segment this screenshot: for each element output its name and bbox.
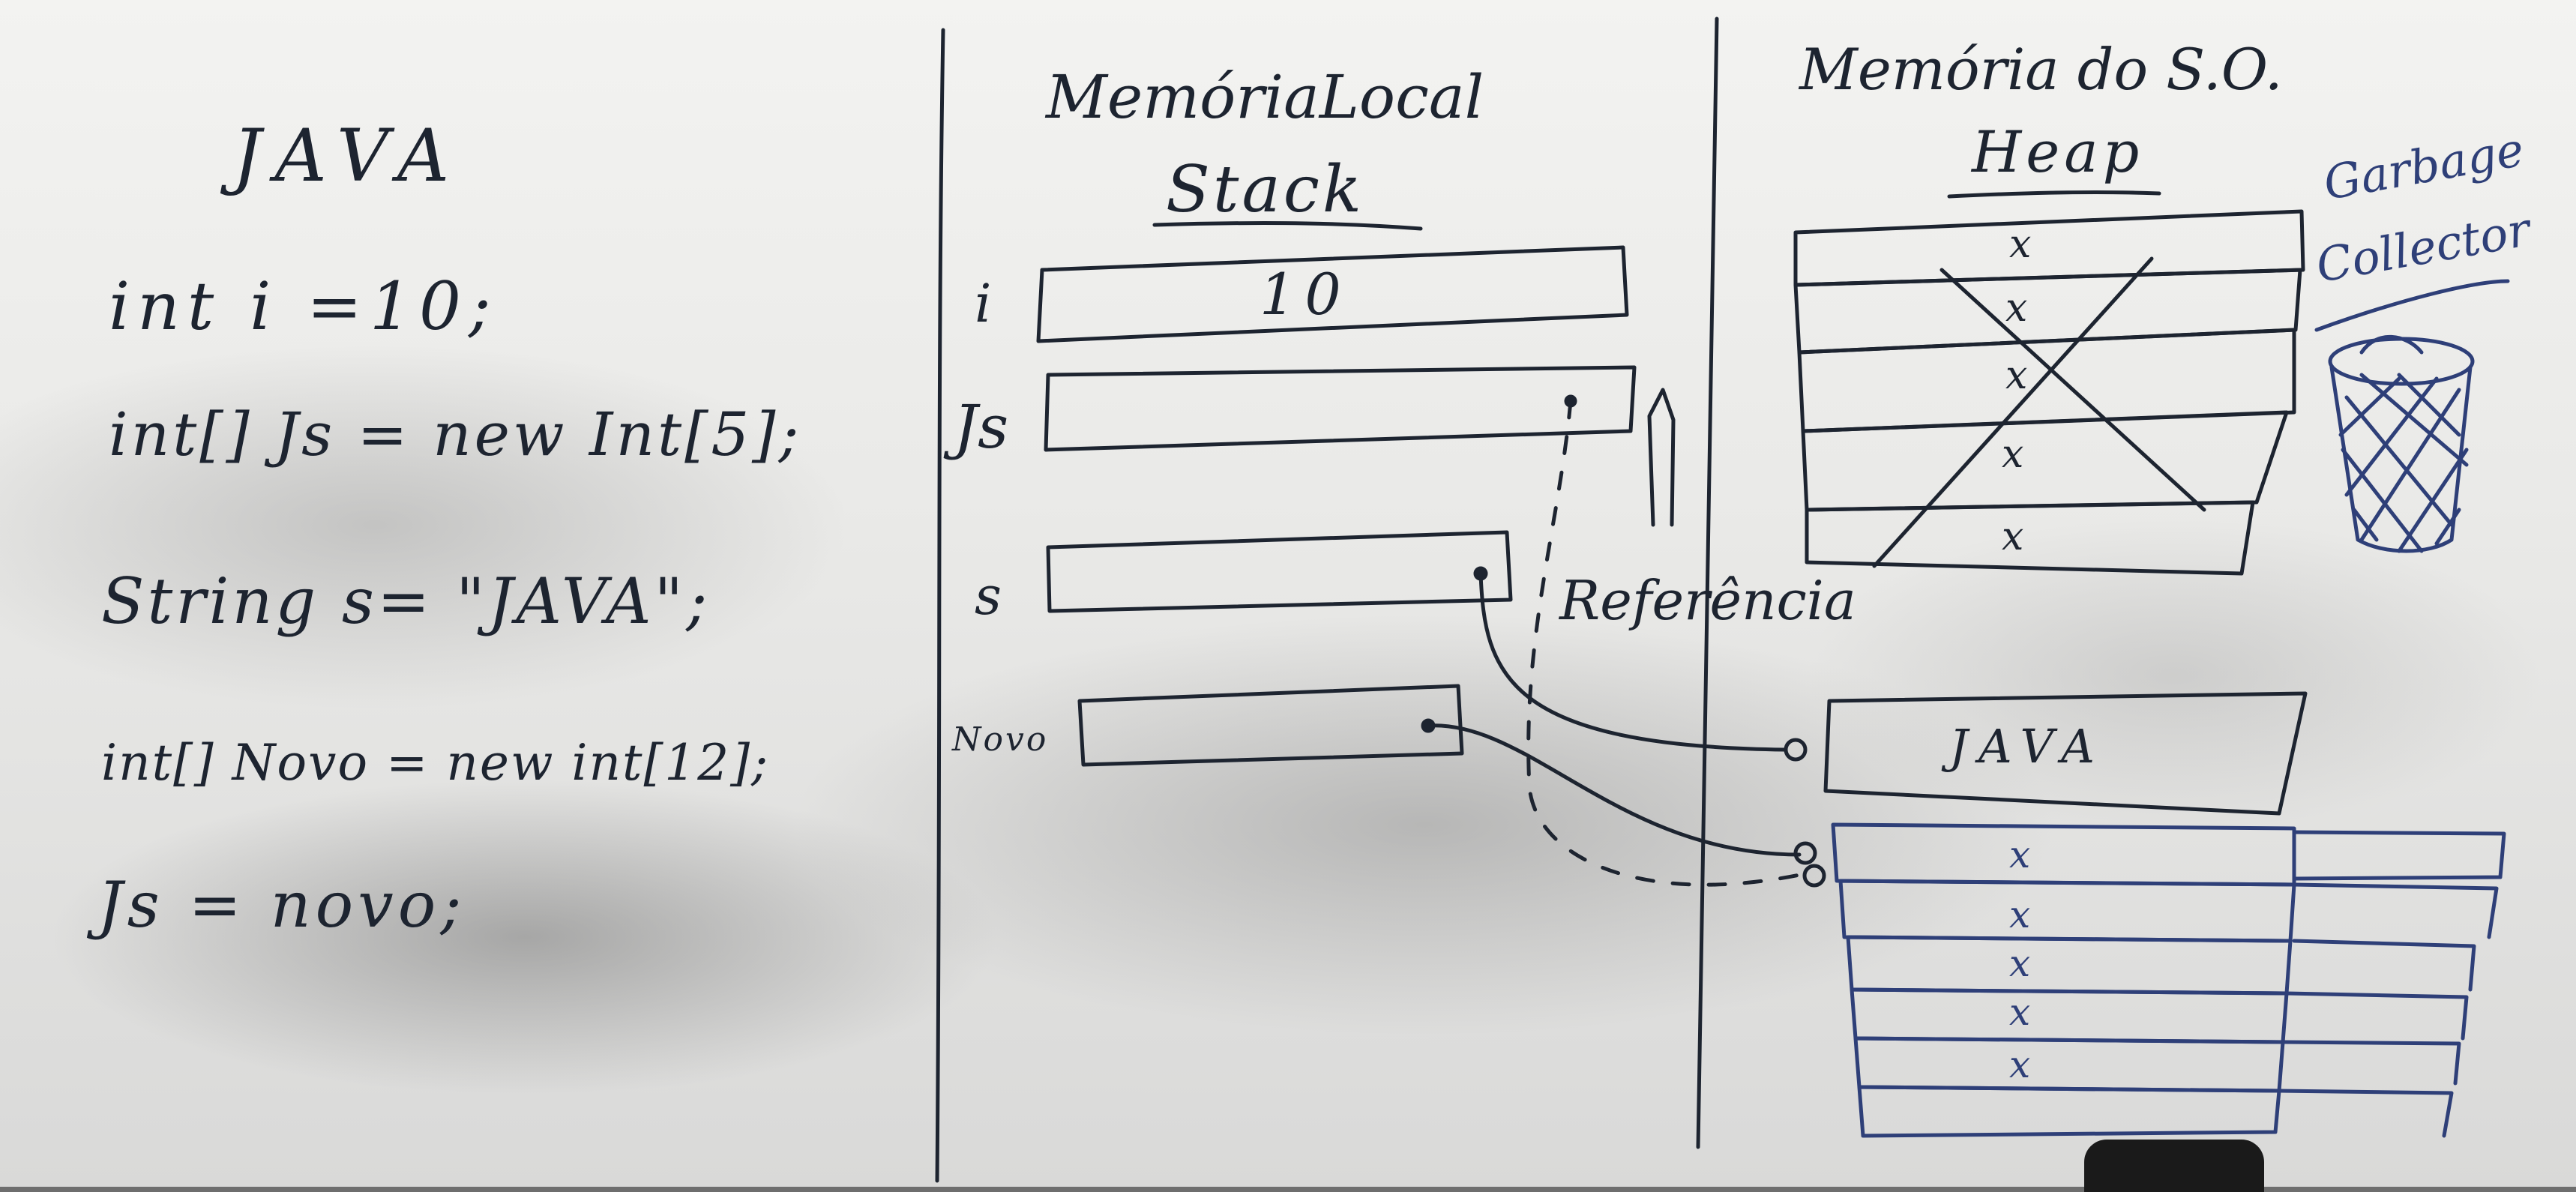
heap-top-cell-5: x <box>2002 514 2024 559</box>
trash-bin-body <box>2329 365 2473 553</box>
stack-cell-i <box>1036 245 1629 343</box>
code-line-1: int i =10; <box>109 268 499 345</box>
stack-var-s-label: s <box>975 565 1002 627</box>
heap-new-cell-5: x <box>2009 1043 2031 1086</box>
heap-new-cell-4: x <box>2009 990 2031 1034</box>
cross-out-line-1 <box>1939 268 2206 512</box>
heap-top-cell-2: x <box>2005 286 2028 331</box>
code-line-2: int[] Js = new Int[5]; <box>109 400 802 469</box>
heap-new-cell-3: x <box>2009 942 2031 985</box>
stack-cell-js <box>1044 365 1637 452</box>
marker-cap <box>2084 1140 2264 1192</box>
stack-var-i-label: i <box>975 273 992 334</box>
heap-top-cell-1: x <box>2009 222 2032 267</box>
reference-label: Referência <box>1559 569 1856 632</box>
java-title: JAVA <box>232 114 463 198</box>
heap-string-object <box>1823 691 2308 816</box>
code-line-5: Js = novo; <box>97 868 466 942</box>
reference-arrow-novo <box>1426 723 1802 857</box>
heap-string-value: JAVA <box>1949 719 2105 774</box>
heap-title: Memória do S.O. <box>1799 36 2283 103</box>
heap-subtitle: Heap <box>1972 118 2144 185</box>
stack-title: MemóriaLocal <box>1046 62 1484 132</box>
stack-subtitle: Stack <box>1166 152 1365 227</box>
stack-var-novo-label: Novo <box>952 720 1049 759</box>
stack-var-js-label: Js <box>954 392 1009 462</box>
heap-new-cell-1: x <box>2009 833 2031 876</box>
heap-top-cell-3: x <box>2005 353 2028 398</box>
heap-new-cell-2: x <box>2009 893 2031 936</box>
cross-out-line-2 <box>1872 256 2154 568</box>
stack-cell-novo <box>1077 684 1464 767</box>
code-line-4: int[] Novo = new int[12]; <box>101 734 770 792</box>
heap-top-cell-4: x <box>2002 432 2024 477</box>
stack-var-i-value: 10 <box>1260 261 1350 328</box>
divider-right <box>1696 16 1719 1149</box>
stack-cell-s <box>1046 530 1513 613</box>
divider-left <box>935 28 945 1183</box>
old-reference-dashed <box>1526 399 1809 887</box>
code-line-3: String s= "JAVA"; <box>101 565 711 638</box>
